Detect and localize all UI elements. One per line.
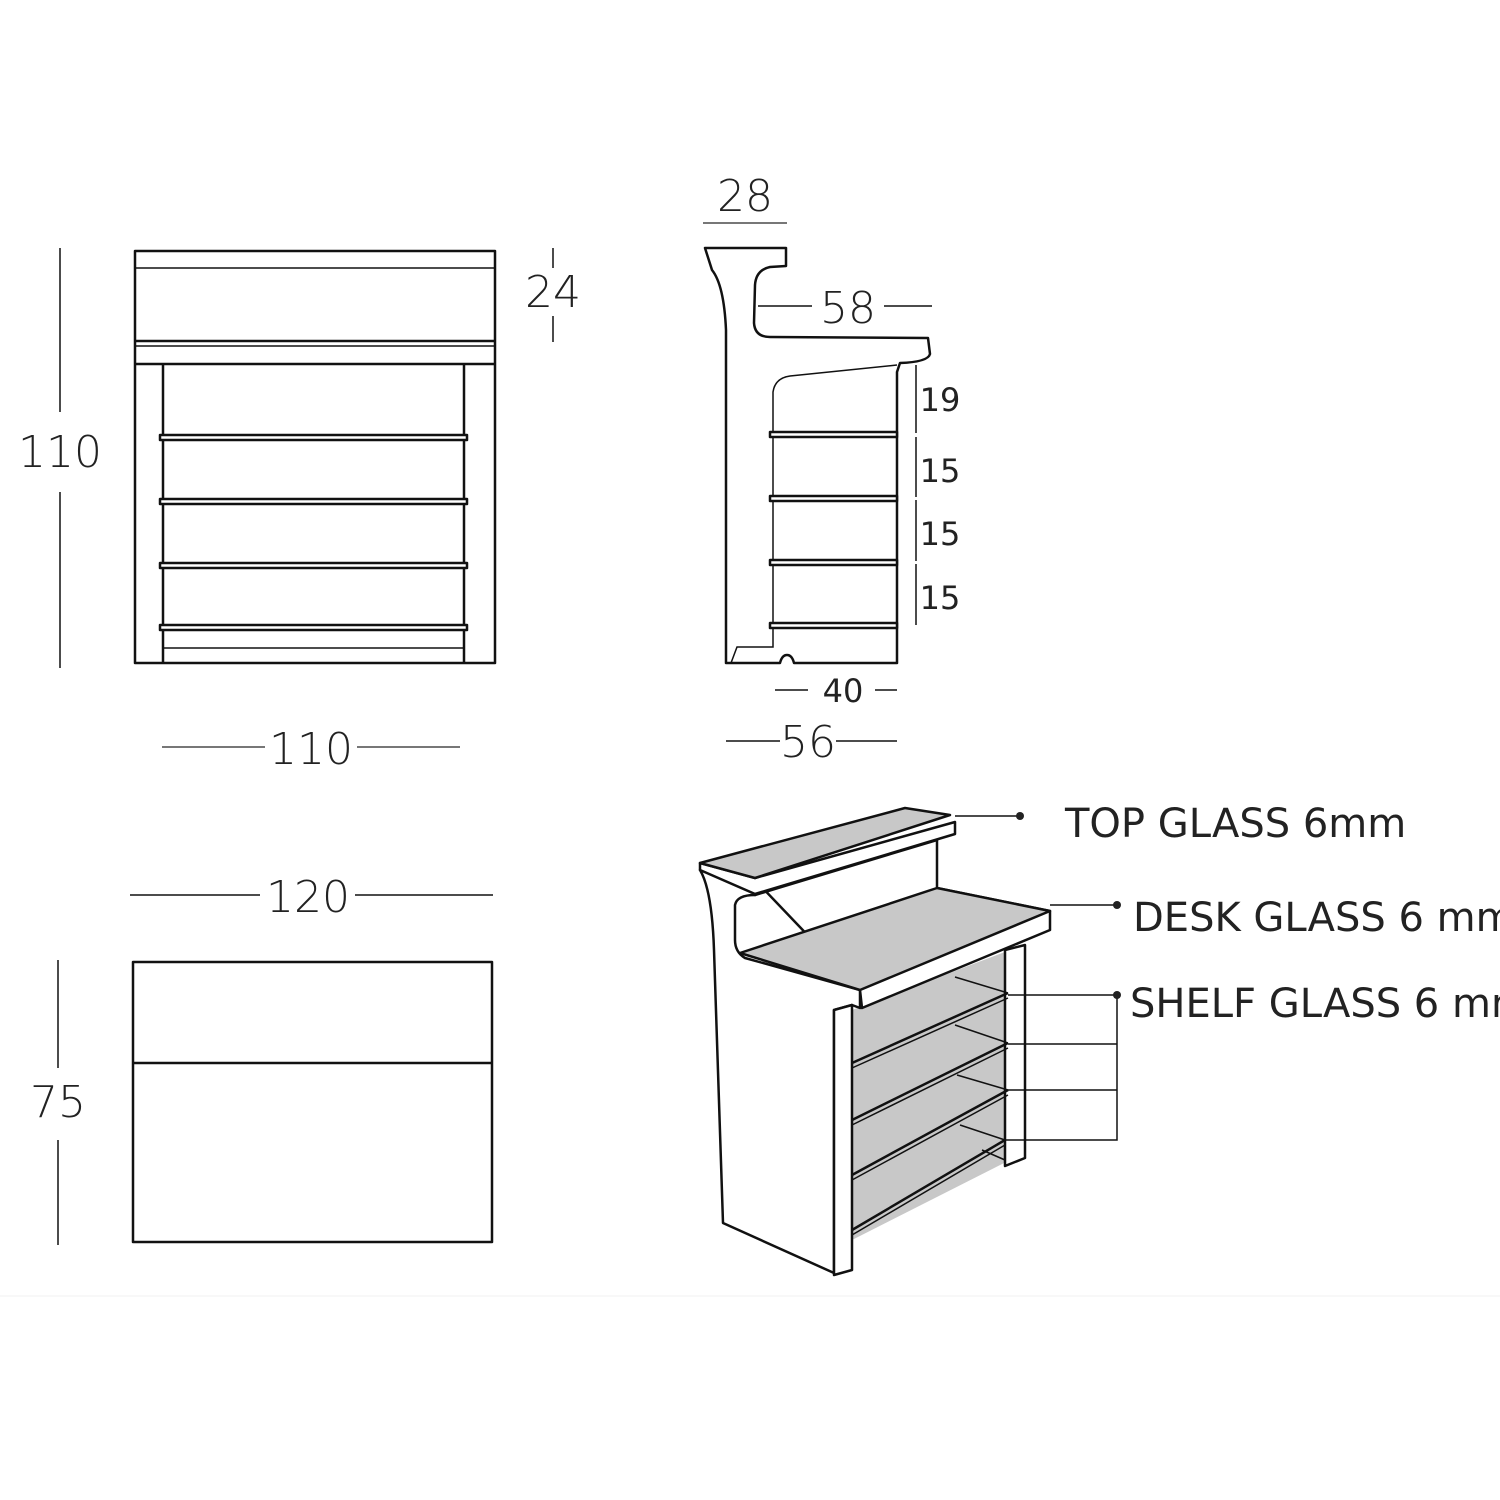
iso-shelves xyxy=(851,976,1009,1236)
top-glass-dot xyxy=(1016,812,1024,820)
desk-glass-dot xyxy=(1113,901,1121,909)
side-shelf-4 xyxy=(768,621,899,630)
shelf-glass-label: SHELF GLASS 6 mm xyxy=(1130,981,1500,1027)
top-band-label: 24 xyxy=(525,267,581,318)
desk-glass xyxy=(738,886,1052,992)
front-view: 110 24 110 xyxy=(18,248,581,775)
top-width-label: 120 xyxy=(266,872,350,923)
top-glass xyxy=(698,806,952,880)
shelf-spacing-3: 15 xyxy=(920,515,961,553)
shelf-1 xyxy=(158,433,469,442)
desk-depth-dim: 58 xyxy=(820,283,876,334)
top-depth-label: 75 xyxy=(30,1077,86,1128)
top-depth-dim: 28 xyxy=(717,171,773,222)
shelf-4 xyxy=(158,623,469,632)
front-shelves xyxy=(158,433,469,632)
side-shelf-2 xyxy=(768,494,899,503)
desk-glass-label: DESK GLASS 6 mm xyxy=(1133,895,1500,941)
shelf-3 xyxy=(158,561,469,570)
shelf-spacing-4: 15 xyxy=(920,579,961,617)
shelf-spacing-1: 19 xyxy=(920,381,961,419)
side-view: 28 58 19 15 15 15 40 56 xyxy=(703,171,960,768)
callouts: TOP GLASS 6mm DESK GLASS 6 mm SHELF GLAS… xyxy=(955,801,1500,1141)
shelf-glass-dot xyxy=(1113,991,1121,999)
width-label: 110 xyxy=(269,724,353,775)
top-glass-label: TOP GLASS 6mm xyxy=(1064,801,1406,847)
isometric-view xyxy=(698,806,1052,1277)
shelf-spacing-2: 15 xyxy=(920,452,961,490)
side-shelf-1 xyxy=(768,430,899,439)
side-shelf-3 xyxy=(768,558,899,567)
height-label: 110 xyxy=(18,427,102,478)
inner-depth-dim: 40 xyxy=(823,672,864,710)
top-view: 120 75 xyxy=(30,872,494,1245)
total-depth-dim: 56 xyxy=(780,717,836,768)
shelf-2 xyxy=(158,497,469,506)
